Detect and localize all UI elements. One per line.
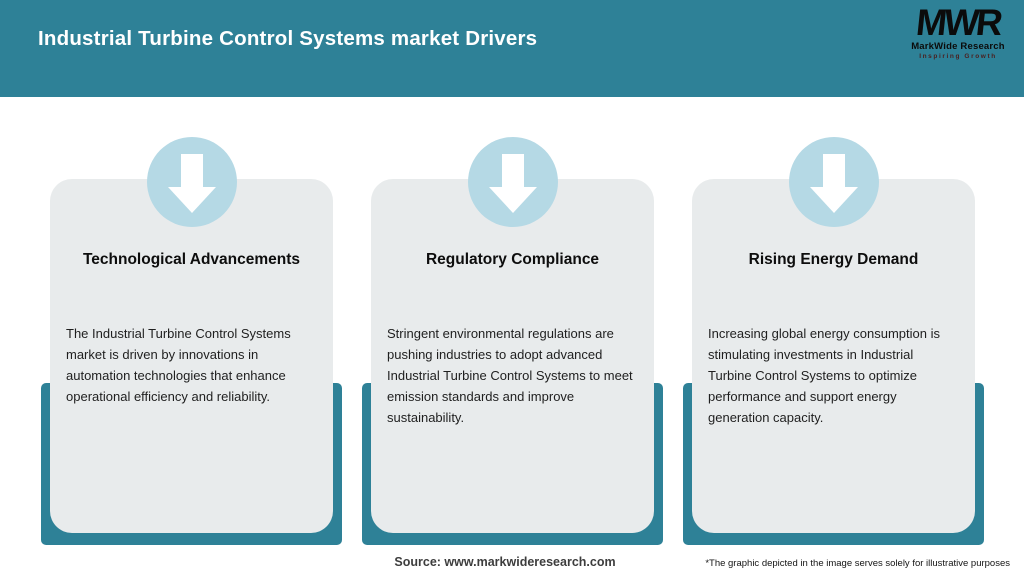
logo-name: MarkWide Research bbox=[911, 41, 1005, 52]
logo-acronym: MWR bbox=[914, 2, 1002, 43]
arrow-down-icon bbox=[789, 137, 879, 227]
driver-card-rising-energy-demand: Rising Energy Demand Increasing global e… bbox=[692, 179, 975, 533]
arrow-down-icon bbox=[147, 137, 237, 227]
markwide-research-logo: MWR MarkWide Research Inspiring Growth bbox=[908, 2, 1008, 60]
logo-tagline: Inspiring Growth bbox=[919, 53, 997, 60]
driver-card-technological-advancements: Technological Advancements The Industria… bbox=[50, 179, 333, 533]
header-bar: Industrial Turbine Control Systems marke… bbox=[0, 0, 1024, 97]
card-body-text: The Industrial Turbine Control Systems m… bbox=[66, 326, 291, 404]
card-title: Regulatory Compliance bbox=[425, 251, 600, 268]
arrow-down-icon bbox=[468, 137, 558, 227]
card-title: Rising Energy Demand bbox=[748, 251, 919, 268]
source-text: Source: www.markwideresearch.com bbox=[394, 555, 616, 569]
disclaimer-text: *The graphic depicted in the image serve… bbox=[705, 558, 1010, 569]
card-title: Technological Advancements bbox=[82, 251, 301, 268]
card-body-text: Stringent environmental regulations are … bbox=[387, 326, 633, 425]
card-body-text: Increasing global energy consumption is … bbox=[708, 326, 940, 425]
page-title: Industrial Turbine Control Systems marke… bbox=[38, 27, 538, 50]
driver-card-regulatory-compliance: Regulatory Compliance Stringent environm… bbox=[371, 179, 654, 533]
